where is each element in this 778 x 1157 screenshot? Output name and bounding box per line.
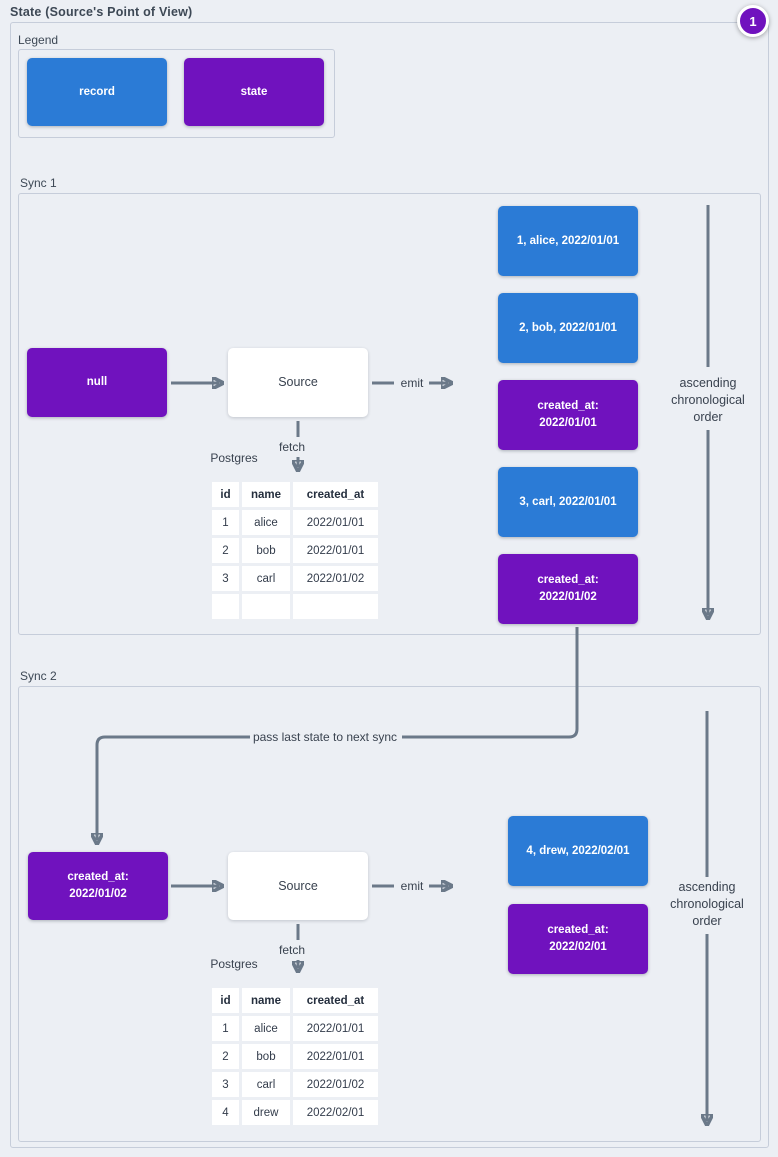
- table-header-row: id name created_at: [212, 988, 378, 1013]
- table-header-row: id name created_at: [212, 482, 378, 507]
- table-cell: bob: [242, 1044, 290, 1069]
- table-cell: 2: [212, 1044, 239, 1069]
- table-row-empty: [212, 594, 378, 619]
- sync1-order-label: ascending chronological order: [671, 376, 745, 424]
- sync2-source-box: Source: [228, 852, 368, 920]
- table-cell: carl: [242, 1072, 290, 1097]
- table-header-cell: name: [242, 482, 290, 507]
- sync2-input-state-box: created_at: 2022/01/02: [28, 852, 168, 920]
- table-cell: 2022/02/01: [293, 1100, 378, 1125]
- sync1-fetch-label: fetch: [278, 440, 305, 454]
- table-cell: [242, 594, 290, 619]
- sync2-record-drew: 4, drew, 2022/02/01: [508, 816, 648, 886]
- sync1-record-alice: 1, alice, 2022/01/01: [498, 206, 638, 276]
- sync1-database-label: Postgres: [210, 451, 258, 465]
- table-cell: 2022/01/02: [293, 1072, 378, 1097]
- sync2-order-label: ascending chronological order: [670, 880, 744, 928]
- diagram-title: State (Source's Point of View): [10, 5, 193, 19]
- legend-box: [18, 49, 335, 138]
- table-row: 1 alice 2022/01/01: [212, 510, 378, 535]
- table-header-cell: created_at: [293, 988, 378, 1013]
- legend-state-swatch: state: [184, 58, 324, 126]
- sync1-input-state-box: null: [27, 348, 167, 417]
- sync2-fetch-label: fetch: [278, 943, 305, 957]
- table-header-cell: name: [242, 988, 290, 1013]
- sync1-record-carl: 3, carl, 2022/01/01: [498, 467, 638, 537]
- sync1-state-0101: created_at: 2022/01/01: [498, 380, 638, 450]
- outer-frame: [10, 22, 769, 1148]
- sync1-state-0102: created_at: 2022/01/02: [498, 554, 638, 624]
- table-cell: 3: [212, 1072, 239, 1097]
- table-cell: 1: [212, 510, 239, 535]
- table-cell: 3: [212, 566, 239, 591]
- sync2-emit-label: emit: [400, 879, 424, 893]
- table-row: 2 bob 2022/01/01: [212, 538, 378, 563]
- legend-record-swatch: record: [27, 58, 167, 126]
- table-row: 3 carl 2022/01/02: [212, 1072, 378, 1097]
- sync2-box: [18, 686, 761, 1142]
- table-cell: 2022/01/02: [293, 566, 378, 591]
- sync2-label: Sync 2: [20, 669, 57, 683]
- sync1-box: [18, 193, 761, 635]
- table-cell: 1: [212, 1016, 239, 1041]
- table-cell: 2022/01/01: [293, 1016, 378, 1041]
- table-header-cell: id: [212, 482, 239, 507]
- pass-state-label: pass last state to next sync: [252, 730, 398, 744]
- table-cell: carl: [242, 566, 290, 591]
- table-row: 1 alice 2022/01/01: [212, 1016, 378, 1041]
- sync1-emit-label: emit: [400, 376, 424, 390]
- annotation-badge: 1: [737, 5, 769, 37]
- table-cell: [212, 594, 239, 619]
- sync2-state-0201: created_at: 2022/02/01: [508, 904, 648, 974]
- table-row: 4 drew 2022/02/01: [212, 1100, 378, 1125]
- table-cell: 4: [212, 1100, 239, 1125]
- table-header-cell: id: [212, 988, 239, 1013]
- table-cell: 2022/01/01: [293, 1044, 378, 1069]
- sync1-source-box: Source: [228, 348, 368, 417]
- table-cell: drew: [242, 1100, 290, 1125]
- table-cell: bob: [242, 538, 290, 563]
- sync2-postgres-table: id name created_at 1 alice 2022/01/01 2 …: [209, 985, 381, 1128]
- table-cell: 2022/01/01: [293, 510, 378, 535]
- table-cell: alice: [242, 510, 290, 535]
- legend-label: Legend: [18, 33, 59, 47]
- sync2-database-label: Postgres: [210, 957, 258, 971]
- table-cell: alice: [242, 1016, 290, 1041]
- table-cell: 2: [212, 538, 239, 563]
- table-row: 3 carl 2022/01/02: [212, 566, 378, 591]
- table-cell: [293, 594, 378, 619]
- sync1-label: Sync 1: [20, 176, 57, 190]
- table-header-cell: created_at: [293, 482, 378, 507]
- sync1-postgres-table: id name created_at 1 alice 2022/01/01 2 …: [209, 479, 381, 622]
- table-row: 2 bob 2022/01/01: [212, 1044, 378, 1069]
- annotation-badge-number: 1: [749, 13, 757, 29]
- sync1-record-bob: 2, bob, 2022/01/01: [498, 293, 638, 363]
- table-cell: 2022/01/01: [293, 538, 378, 563]
